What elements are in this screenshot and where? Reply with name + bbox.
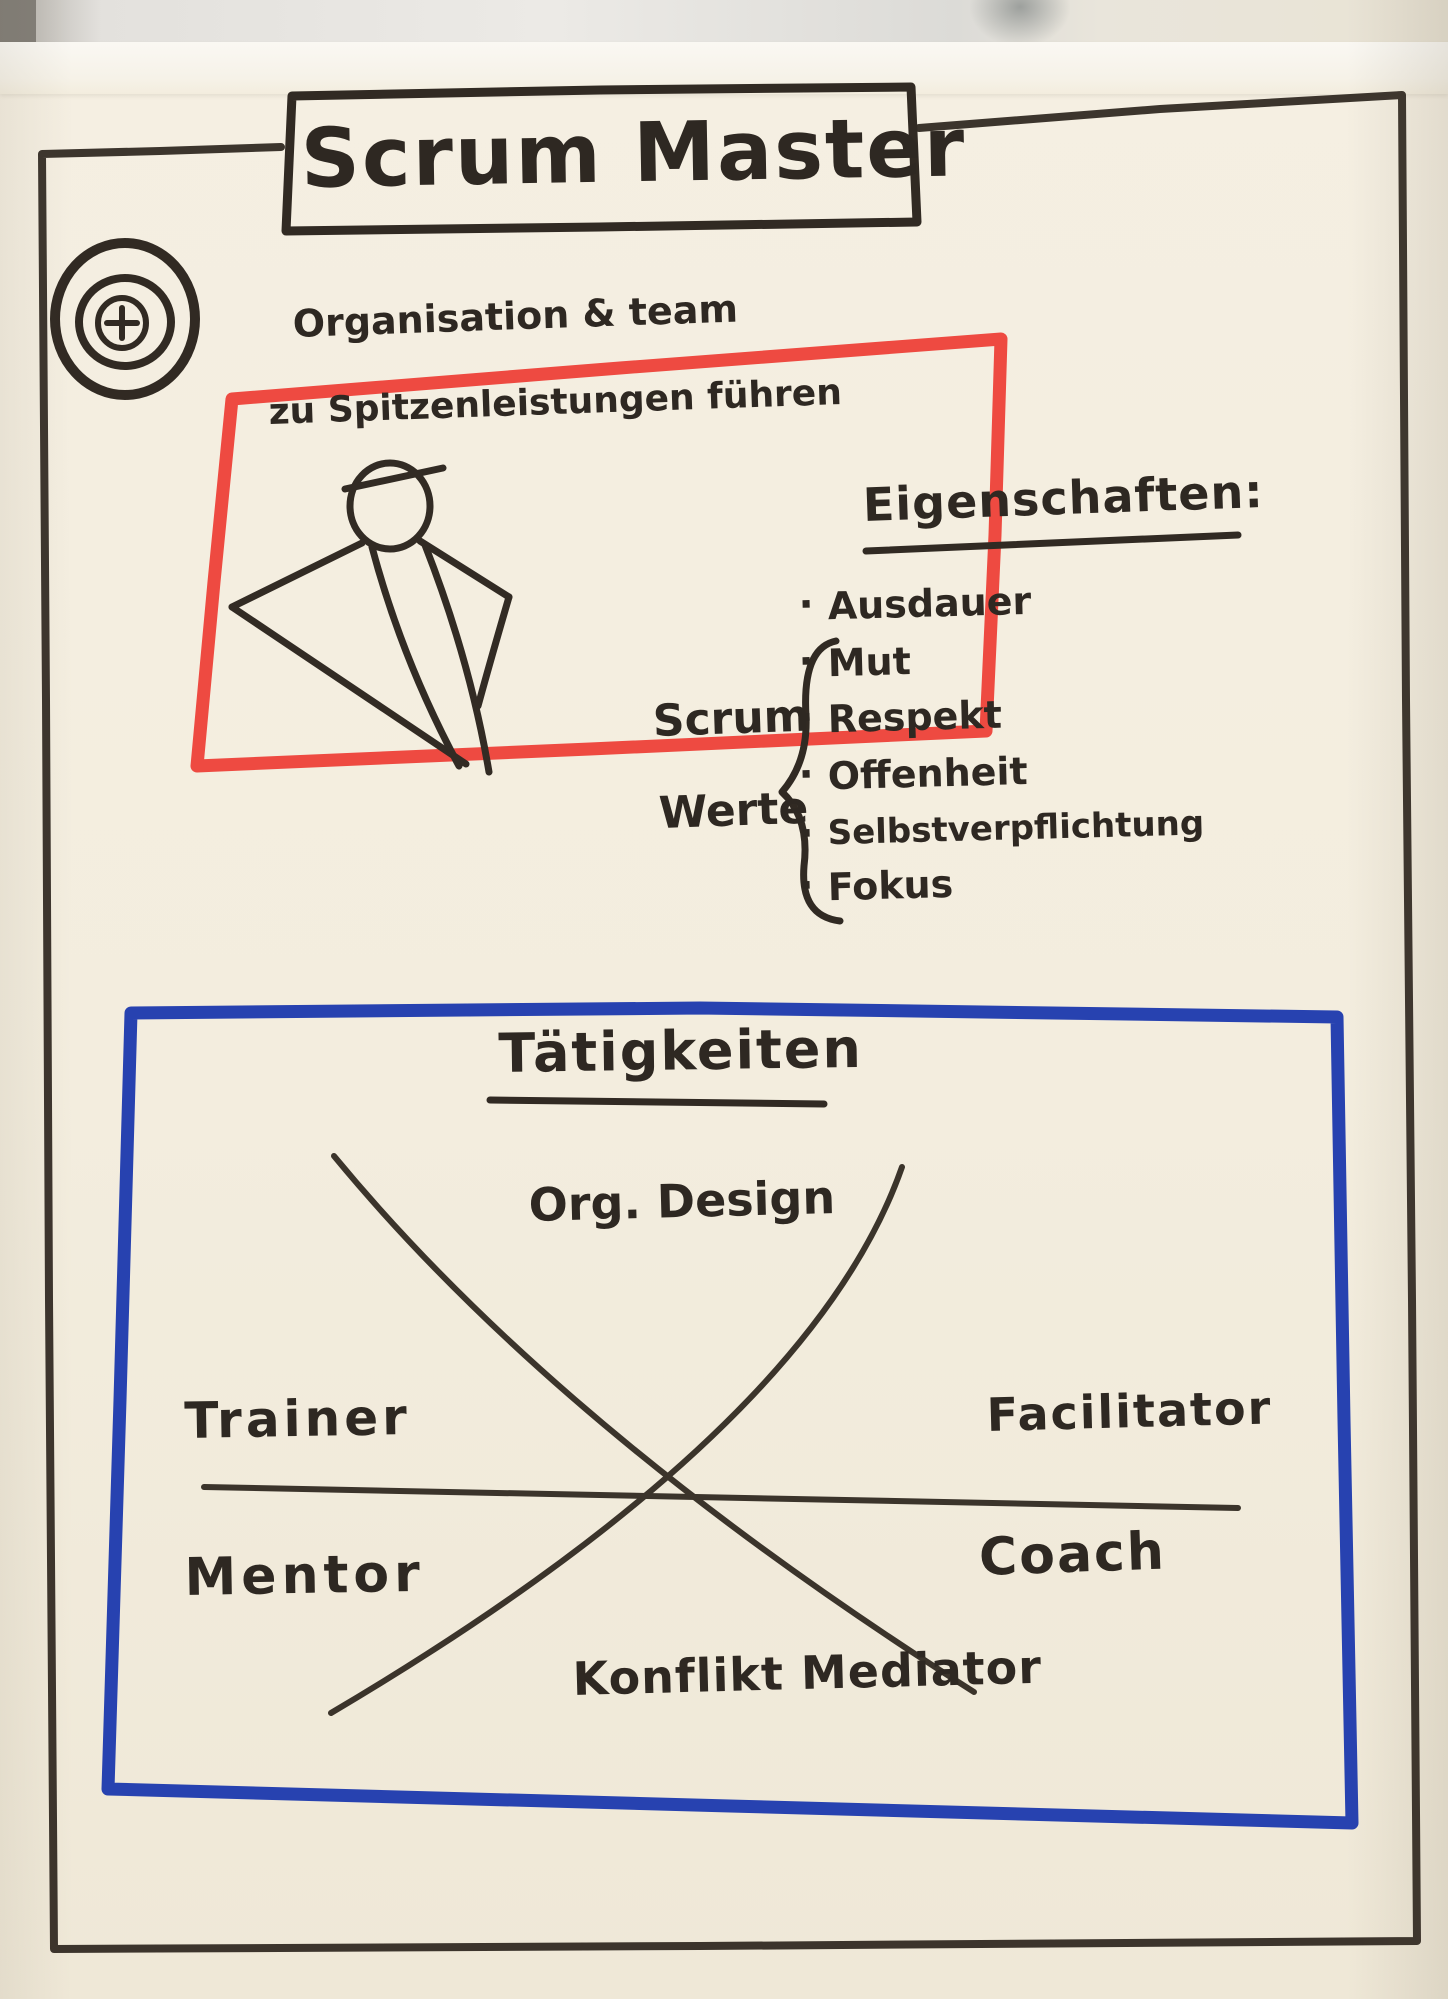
scrum-werte-brace: [778, 637, 844, 925]
property-item: · Respekt: [798, 693, 1002, 742]
property-label: Mut: [827, 639, 912, 686]
property-item: · Ausdauer: [798, 579, 1032, 629]
property-label: Fokus: [827, 861, 954, 910]
property-label: Ausdauer: [827, 578, 1032, 629]
bullet-dot: ·: [797, 862, 815, 909]
outer-border-stroke: [38, 91, 1421, 1953]
target-icon: [50, 238, 200, 400]
activity-mentor: Mentor: [184, 1543, 426, 1608]
photo-top-wall: [0, 0, 1448, 48]
photo-shadow-blob: [970, 0, 1070, 46]
quadrant-diagram-lines: [201, 1153, 1241, 1716]
eigenschaften-underline: [862, 531, 1242, 555]
property-item: · Offenheit: [798, 749, 1028, 799]
title-box-stroke: [281, 82, 922, 236]
diagonal-tl-br: [331, 1153, 977, 1695]
brace-label-scrum: Scrum: [652, 690, 811, 747]
diagonal-tr-bl: [328, 1164, 905, 1716]
activity-facilitator: Facilitator: [986, 1380, 1273, 1442]
horizontal-axis: [201, 1484, 1241, 1511]
taetigkeiten-underline: [486, 1096, 828, 1108]
activities-frame-stroke: [101, 1001, 1359, 1830]
activity-trainer: Trainer: [184, 1388, 412, 1450]
bullet-dot: ·: [797, 638, 815, 685]
property-item: · Mut: [798, 639, 911, 686]
property-item: · Fokus: [798, 862, 954, 910]
activities-heading: Tätigkeiten: [498, 1016, 864, 1085]
superhero-figure: [228, 459, 513, 776]
property-label: Respekt: [827, 692, 1003, 742]
property-label: Offenheit: [827, 749, 1029, 799]
properties-frame-stroke: [190, 332, 1008, 773]
page-title: Scrum Master: [300, 100, 968, 207]
brace-label-werte: Werte: [658, 782, 810, 839]
activity-coach: Coach: [978, 1521, 1167, 1588]
bullet-dot: ·: [797, 581, 815, 628]
activity-org-design: Org. Design: [528, 1169, 836, 1232]
